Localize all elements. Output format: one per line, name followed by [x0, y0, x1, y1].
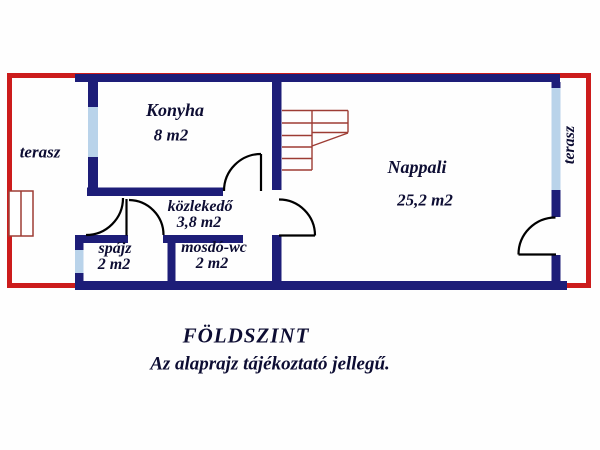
wall-konyha-left-upper	[88, 82, 98, 107]
terrace-left-label: terasz	[19, 142, 61, 162]
wall-right-top	[551, 82, 561, 88]
wall-spajz-mosdo-divider	[167, 236, 176, 285]
staircase	[282, 109, 349, 171]
room-label-mosdo-wc: mosdó-wc	[181, 239, 247, 256]
window-nappali	[551, 88, 561, 190]
terrace-steps	[8, 190, 34, 237]
wall-konyha-left-lower	[88, 157, 98, 196]
wall-top	[75, 74, 560, 82]
wall-konyha-bottom	[87, 187, 223, 196]
wall-divider-upper	[272, 82, 282, 190]
room-area-spajz: 2 m2	[97, 256, 131, 273]
wall-divider-lower	[272, 235, 282, 285]
room-label-kozlekedo: közlekedő	[167, 198, 233, 215]
room-label-spajz: spájz	[98, 240, 132, 257]
door-arc-nappali	[278, 198, 317, 236]
terrace-right-label: terasz	[561, 125, 578, 165]
window-spajz	[75, 250, 84, 273]
window-konyha	[88, 107, 98, 157]
door-arc-terrace-right	[517, 216, 556, 255]
door-arc-spajz	[128, 198, 165, 236]
windows	[75, 88, 561, 273]
wall-bottom	[75, 281, 567, 290]
walls	[75, 74, 567, 290]
wall-mosdo-top	[163, 235, 243, 243]
room-area-nappali: 25,2 m2	[397, 190, 453, 210]
door-arc-terrace-entry	[85, 197, 125, 237]
room-area-konyha: 8 m2	[153, 125, 189, 145]
door-arc-konyha	[222, 152, 262, 192]
plan-title: FÖLDSZINT	[182, 323, 310, 348]
wall-spajz-top	[75, 235, 128, 243]
room-area-mosdo-wc: 2 m2	[195, 255, 229, 272]
wall-spajz-left-lower	[75, 273, 84, 285]
room-label-nappali: Nappali	[387, 157, 447, 177]
wall-right-mid	[551, 190, 561, 217]
plan-subtitle: Az alaprajz tájékoztató jellegű.	[150, 353, 390, 375]
room-area-kozlekedo: 3,8 m2	[176, 214, 222, 231]
wall-right-bottom	[551, 255, 561, 285]
room-label-konyha: Konyha	[145, 100, 205, 120]
doors	[85, 152, 556, 256]
